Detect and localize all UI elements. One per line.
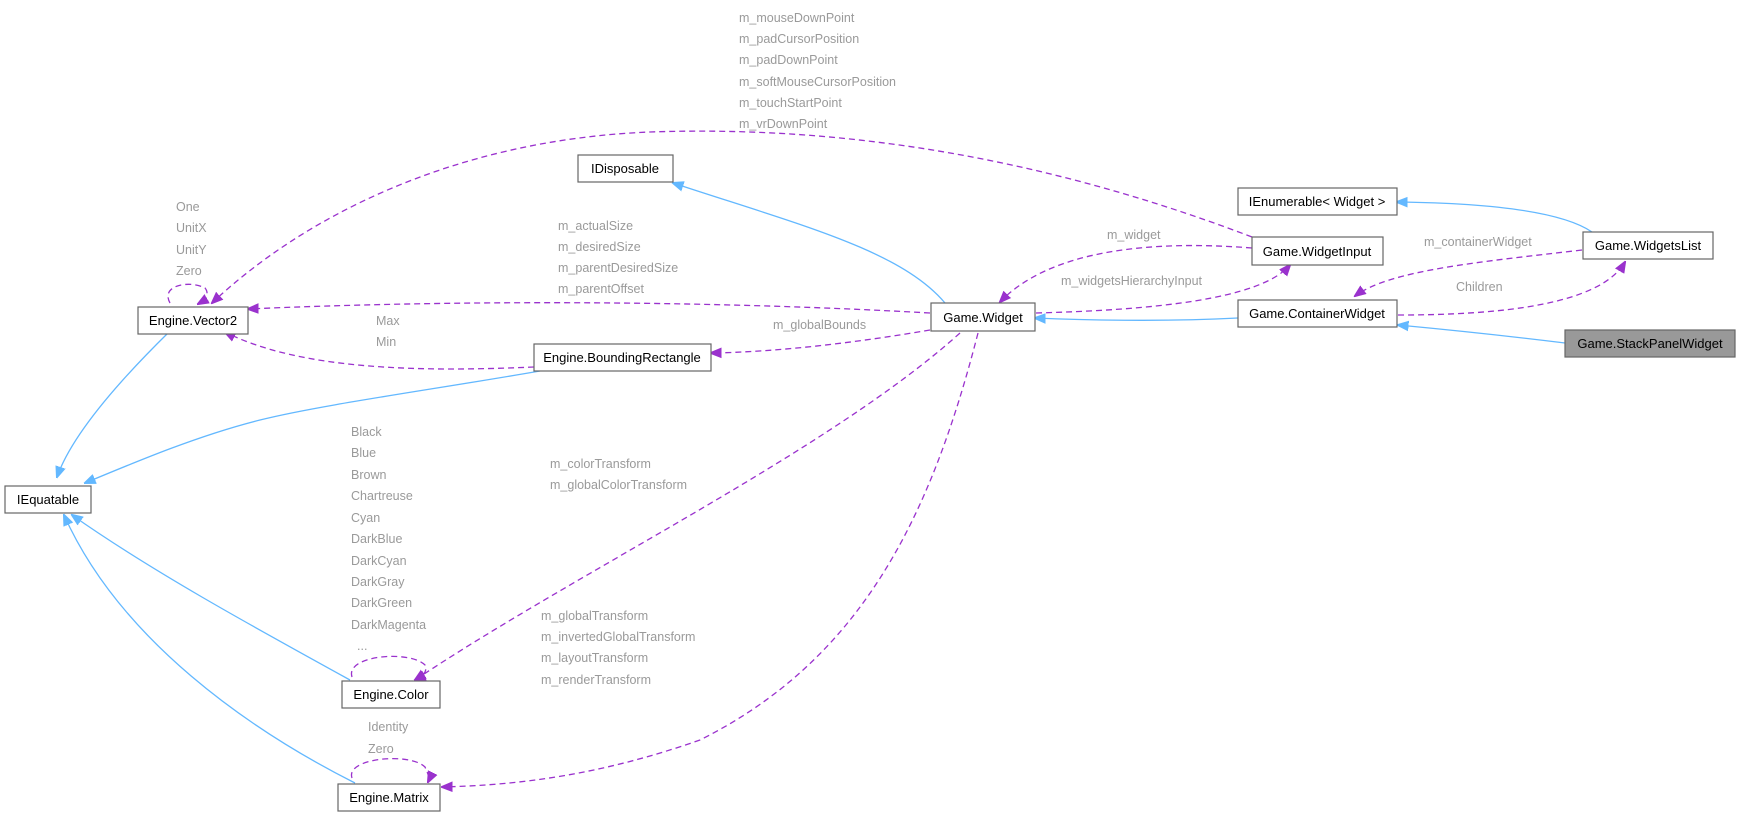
label-unitx: UnitX bbox=[176, 221, 207, 235]
label-m-global-color-transform: m_globalColorTransform bbox=[550, 478, 687, 492]
node-game-widget[interactable]: Game.Widget bbox=[930, 302, 1036, 332]
node-idisposable-label: IDisposable bbox=[591, 161, 659, 176]
node-stackpanel-widget[interactable]: Game.StackPanelWidget bbox=[1564, 329, 1736, 358]
node-engine-matrix-label: Engine.Matrix bbox=[349, 790, 429, 805]
node-engine-color-label: Engine.Color bbox=[353, 687, 429, 702]
node-container-widget-label: Game.ContainerWidget bbox=[1249, 306, 1385, 321]
edge-widgetinput-to-widget bbox=[1000, 244, 1253, 302]
label-m-touch-start-point: m_touchStartPoint bbox=[739, 96, 842, 110]
edge-color-to-iequatable bbox=[72, 515, 351, 681]
edge-widget-to-vector2 bbox=[248, 302, 931, 313]
node-engine-bounding-rectangle-label: Engine.BoundingRectangle bbox=[543, 350, 701, 365]
label-zero: Zero bbox=[176, 264, 202, 278]
label-m-pad-cursor-position: m_padCursorPosition bbox=[739, 32, 859, 46]
label-m-mouse-down-point: m_mouseDownPoint bbox=[739, 11, 855, 25]
label-identity: Identity bbox=[368, 720, 409, 734]
node-iequatable[interactable]: IEquatable bbox=[4, 485, 92, 514]
edge-widgetinput-to-vector2 bbox=[212, 130, 1253, 303]
node-stackpanel-widget-label: Game.StackPanelWidget bbox=[1577, 336, 1723, 351]
edge-widgetslist-to-container bbox=[1355, 249, 1583, 296]
label-matrix-zero: Zero bbox=[368, 742, 394, 756]
label-max: Max bbox=[376, 314, 400, 328]
label-darkcyan: DarkCyan bbox=[351, 554, 407, 568]
label-cyan: Cyan bbox=[351, 511, 380, 525]
edge-bounds-to-iequatable bbox=[85, 370, 541, 483]
edge-color-self bbox=[351, 655, 425, 680]
node-idisposable[interactable]: IDisposable bbox=[577, 154, 674, 183]
label-m-desired-size: m_desiredSize bbox=[558, 240, 641, 254]
label-ellipsis: ... bbox=[357, 639, 367, 653]
label-blue: Blue bbox=[351, 446, 376, 460]
edge-vector2-self bbox=[167, 283, 207, 304]
label-brown: Brown bbox=[351, 468, 386, 482]
edge-stackpanel-to-container bbox=[1398, 325, 1566, 344]
label-m-layout-transform: m_layoutTransform bbox=[541, 651, 648, 665]
label-m-container-widget: m_containerWidget bbox=[1424, 235, 1532, 249]
usage-edges bbox=[167, 130, 1625, 787]
label-darkgray: DarkGray bbox=[351, 575, 405, 589]
label-min: Min bbox=[376, 335, 396, 349]
label-m-widget: m_widget bbox=[1107, 228, 1161, 242]
label-chartreuse: Chartreuse bbox=[351, 489, 413, 503]
label-darkmagenta: DarkMagenta bbox=[351, 618, 426, 632]
label-m-widgets-hierarchy-input: m_widgetsHierarchyInput bbox=[1061, 274, 1203, 288]
edge-bounds-to-vector2 bbox=[225, 332, 535, 370]
nodes: Game.StackPanelWidget Game.ContainerWidg… bbox=[4, 154, 1736, 812]
edge-widget-to-color bbox=[415, 332, 961, 680]
label-m-pad-down-point: m_padDownPoint bbox=[739, 53, 838, 67]
edge-widget-to-widgetinput bbox=[1035, 265, 1290, 314]
edge-labels: m_mouseDownPoint m_padCursorPosition m_p… bbox=[176, 11, 1532, 756]
label-m-actual-size: m_actualSize bbox=[558, 219, 633, 233]
label-darkblue: DarkBlue bbox=[351, 532, 402, 546]
node-iequatable-label: IEquatable bbox=[17, 492, 79, 507]
node-widgets-list-label: Game.WidgetsList bbox=[1595, 238, 1702, 253]
edge-widgetslist-to-ienumerable bbox=[1397, 202, 1593, 233]
node-game-widget-label: Game.Widget bbox=[943, 310, 1023, 325]
node-engine-vector2-label: Engine.Vector2 bbox=[149, 313, 237, 328]
label-m-render-transform: m_renderTransform bbox=[541, 673, 651, 687]
label-m-vr-down-point: m_vrDownPoint bbox=[739, 117, 828, 131]
node-engine-bounding-rectangle[interactable]: Engine.BoundingRectangle bbox=[533, 343, 712, 372]
label-m-global-transform: m_globalTransform bbox=[541, 609, 648, 623]
node-ienumerable-widget[interactable]: IEnumerable< Widget > bbox=[1237, 187, 1398, 216]
edge-container-to-widget bbox=[1035, 318, 1239, 320]
label-black: Black bbox=[351, 425, 382, 439]
label-one: One bbox=[176, 200, 200, 214]
edge-container-to-widgetslist bbox=[1397, 262, 1625, 316]
node-engine-vector2[interactable]: Engine.Vector2 bbox=[137, 306, 249, 335]
edge-matrix-self bbox=[351, 757, 428, 782]
edge-widget-to-matrix bbox=[442, 332, 979, 787]
label-m-parent-desired-size: m_parentDesiredSize bbox=[558, 261, 678, 275]
node-widget-input[interactable]: Game.WidgetInput bbox=[1251, 236, 1384, 266]
node-engine-color[interactable]: Engine.Color bbox=[341, 680, 441, 709]
label-m-soft-mouse-cursor-position: m_softMouseCursorPosition bbox=[739, 75, 896, 89]
node-ienumerable-widget-label: IEnumerable< Widget > bbox=[1249, 194, 1386, 209]
node-container-widget[interactable]: Game.ContainerWidget bbox=[1237, 299, 1398, 328]
node-engine-matrix[interactable]: Engine.Matrix bbox=[337, 783, 441, 812]
label-darkgreen: DarkGreen bbox=[351, 596, 412, 610]
node-widgets-list[interactable]: Game.WidgetsList bbox=[1582, 231, 1714, 260]
label-m-color-transform: m_colorTransform bbox=[550, 457, 651, 471]
node-widget-input-label: Game.WidgetInput bbox=[1263, 244, 1372, 259]
edge-widget-to-idisposable bbox=[673, 183, 946, 304]
edge-vector2-to-iequatable bbox=[57, 332, 169, 477]
label-m-inverted-global-transform: m_invertedGlobalTransform bbox=[541, 630, 695, 644]
inheritance-edges bbox=[57, 183, 1593, 784]
label-children: Children bbox=[1456, 280, 1503, 294]
label-m-global-bounds: m_globalBounds bbox=[773, 318, 866, 332]
edge-widget-to-bounds bbox=[711, 329, 931, 353]
label-m-parent-offset: m_parentOffset bbox=[558, 282, 644, 296]
label-unity: UnitY bbox=[176, 243, 207, 257]
edge-matrix-to-iequatable bbox=[64, 515, 356, 784]
